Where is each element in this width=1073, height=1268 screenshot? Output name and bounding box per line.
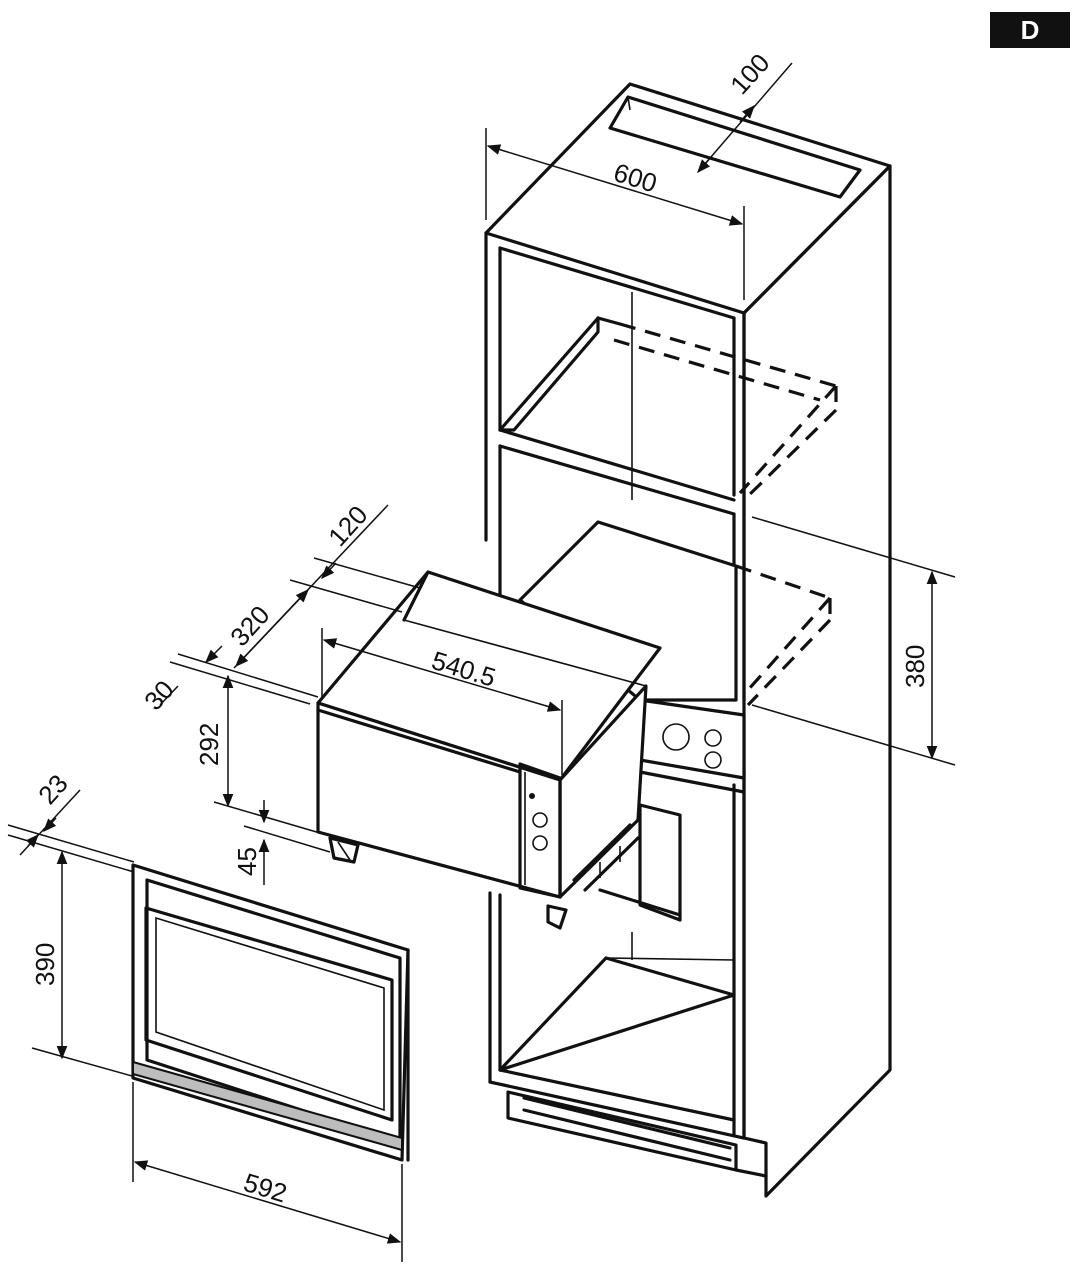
dim-292: 292 xyxy=(194,674,321,834)
dim-23: 23 xyxy=(7,768,135,873)
dim-380: 380 xyxy=(751,516,956,766)
trim-frame xyxy=(131,863,410,1162)
dim-label-120: 120 xyxy=(322,500,373,552)
dim-label-292: 292 xyxy=(194,723,224,766)
dim-390: 390 xyxy=(30,850,133,1077)
dim-label-390: 390 xyxy=(30,943,60,986)
section-badge: D xyxy=(990,12,1070,48)
cabinet-oven xyxy=(598,698,746,922)
dim-label-320: 320 xyxy=(224,600,275,652)
microwave xyxy=(316,570,662,930)
dim-label-380: 380 xyxy=(900,645,930,688)
dim-label-45: 45 xyxy=(232,847,262,876)
upper-tray xyxy=(498,316,838,500)
dim-45: 45 xyxy=(232,800,331,885)
dim-label-30: 30 xyxy=(138,674,180,716)
dim-label-592: 592 xyxy=(240,1167,290,1208)
